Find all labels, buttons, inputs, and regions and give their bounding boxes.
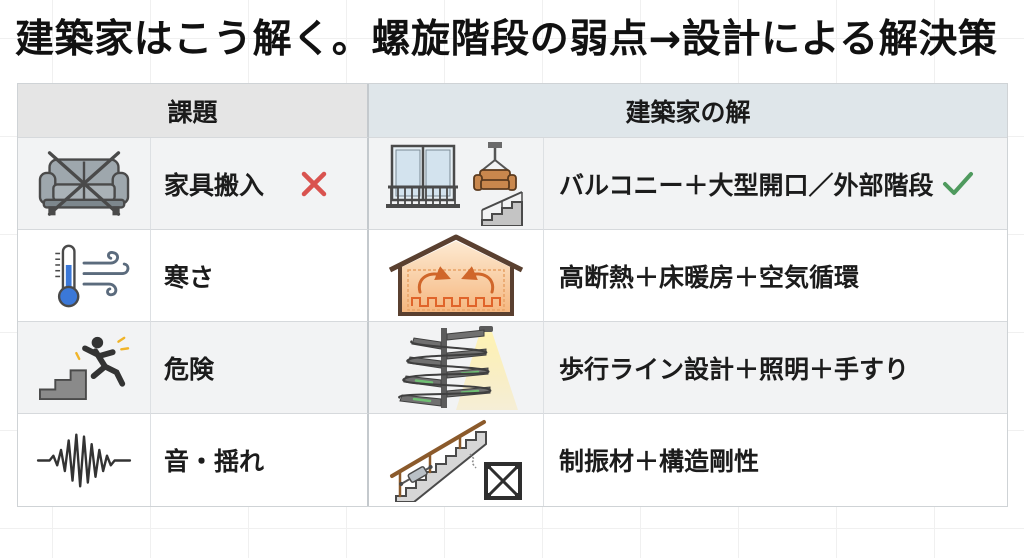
solution-icon-cell [369,414,544,506]
solution-label: 制振材＋構造剛性 [559,447,760,476]
page-title: 建築家はこう解く。螺旋階段の弱点→設計による解決策 [15,17,998,62]
solution-icon-cell [369,322,544,414]
problem-icon-cell [18,414,151,506]
air-circulation-arrows [417,265,495,293]
handrail-graphic [390,420,486,498]
house-roof [388,234,524,272]
problem-cell: 危険 [151,322,369,414]
braced-frame-graphic [484,462,522,500]
impact-lines [75,336,130,361]
sofa-crossed-icon [38,151,130,216]
damper-graphic [399,465,433,486]
center-pole [441,327,447,408]
solution-icon-cell [369,138,544,230]
solution-cell: バルコニー＋大型開口／外部階段 [544,138,1007,230]
insulation-layer [407,268,505,311]
solution-cell: 制振材＋構造剛性 [544,414,1007,506]
wind-lines [82,251,130,297]
solution-cell: 歩行ライン設計＋照明＋手すり [544,322,1007,414]
lit-spiral-staircase-icon [398,325,518,410]
solution-cell: 高断熱＋床暖房＋空気循環 [544,230,1007,322]
stairs-shape [39,369,87,401]
cross-mark-icon [300,170,328,198]
hanging-sofa-graphic [473,168,517,191]
stair-flight [395,431,487,502]
external-stairs-graphic [481,190,523,226]
thermometer-shape [55,244,80,308]
vibration-wave-icon [36,432,132,488]
house-interior [400,240,512,314]
problem-icon-cell [18,230,151,322]
header-solution: 建築家の解 [369,84,1007,138]
problem-cell: 音・揺れ [151,414,369,506]
solution-label: 高断熱＋床暖房＋空気循環 [559,262,860,292]
problem-icon-cell [18,322,151,414]
person-falling-stairs-icon [39,336,130,401]
header-solution-label: 建築家の解 [625,97,751,127]
damper-brace-frame-icon [390,420,522,502]
problem-cell: 家具搬入 [151,138,369,230]
check-mark-icon [942,171,974,197]
solution-label: 歩行ライン設計＋照明＋手すり [559,354,910,384]
problem-cell: 寒さ [151,230,369,322]
problem-label: 寒さ [164,262,215,292]
problem-label: 音・揺れ [164,447,265,476]
balcony-crane-stairs-icon [386,141,523,226]
balcony-railing-graphic [386,185,460,208]
waveform-line [36,432,132,488]
window-graphic [390,144,456,201]
insulated-house-floor-heating-icon [388,234,524,316]
comparison-table: 課題 建築家の解 [17,83,1008,507]
crack-marks [469,453,477,469]
sofa-shape [38,158,130,216]
floor-heating-coil [411,296,501,307]
falling-person [82,336,126,387]
crane-hook-graphic [479,141,511,173]
header-problem-label: 課題 [167,97,218,127]
spiral-handrail [398,339,492,399]
problem-icon-cell [18,138,151,230]
house-walls [398,266,514,316]
solution-icon-cell [369,230,544,322]
thermometer-wind-icon [55,244,130,308]
problem-label: 危険 [164,354,215,384]
header-problem: 課題 [18,84,369,138]
solution-label: バルコニー＋大型開口／外部階段 [559,170,934,200]
problem-label: 家具搬入 [164,170,265,200]
cross-out-lines [47,151,121,216]
